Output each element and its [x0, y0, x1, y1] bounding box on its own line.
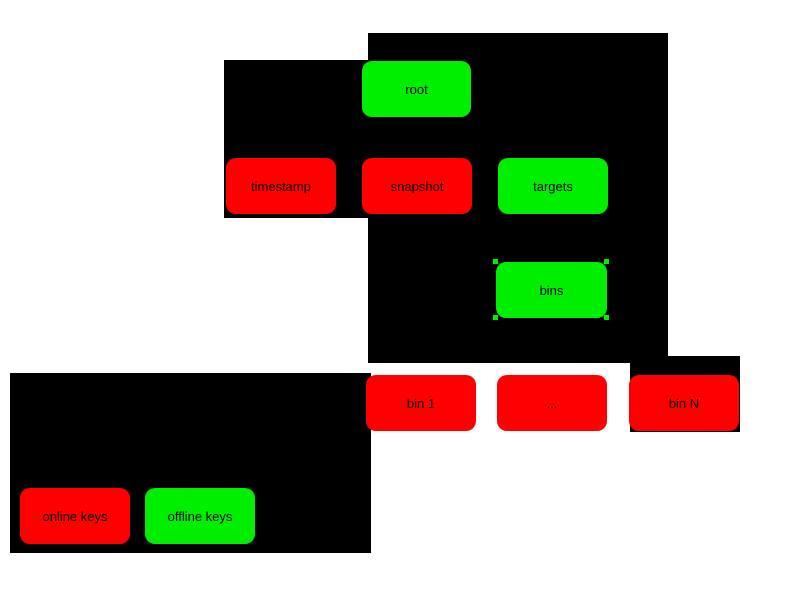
node-bin-1[interactable]: bin 1: [366, 375, 476, 431]
node-label-snapshot: snapshot: [390, 178, 444, 194]
node-root[interactable]: root: [362, 61, 471, 117]
node-offline-keys[interactable]: offline keys: [145, 488, 255, 544]
node-bins[interactable]: bins: [496, 262, 607, 318]
node-label-root: root: [405, 81, 428, 97]
node-bin-n[interactable]: bin N: [629, 375, 739, 431]
node-label-online-keys: online keys: [42, 508, 108, 524]
node-timestamp[interactable]: timestamp: [226, 158, 336, 214]
node-label-timestamp: timestamp: [251, 178, 311, 194]
bins-handle-top-right[interactable]: [604, 259, 609, 264]
bins-handle-bottom-right[interactable]: [604, 315, 609, 320]
node-bin-ellipsis[interactable]: ...: [497, 375, 607, 431]
node-label-offline-keys: offline keys: [167, 508, 233, 524]
node-label-bin-ellipsis: ...: [546, 395, 558, 411]
node-label-bins: bins: [539, 282, 564, 298]
node-snapshot[interactable]: snapshot: [362, 158, 472, 214]
node-label-targets: targets: [533, 178, 573, 194]
node-online-keys[interactable]: online keys: [20, 488, 130, 544]
bins-handle-bottom-left[interactable]: [493, 315, 498, 320]
node-label-bin-1: bin 1: [406, 395, 436, 411]
bins-handle-top-left[interactable]: [493, 259, 498, 264]
node-label-bin-n: bin N: [668, 395, 700, 411]
node-targets[interactable]: targets: [498, 158, 608, 214]
